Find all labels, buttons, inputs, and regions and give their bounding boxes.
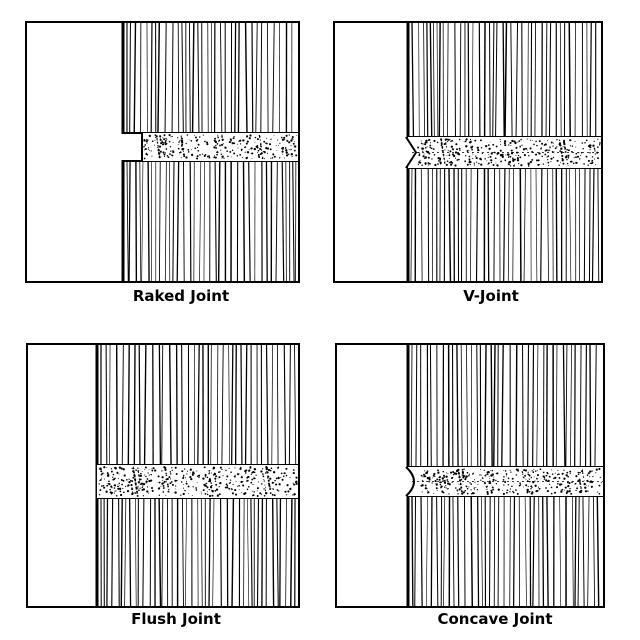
label-v-joint: V-Joint [463, 287, 519, 305]
panel-raked-joint [25, 21, 300, 283]
mortar-joint [405, 136, 602, 169]
panel-frame [25, 21, 300, 283]
brick-grain-lines [410, 343, 600, 608]
mortar-joint [405, 466, 604, 497]
panel-flush-joint [26, 343, 300, 608]
label-flush-joint: Flush Joint [131, 610, 221, 628]
panel-v-joint [333, 21, 603, 283]
mortar-joint [97, 465, 299, 498]
brick-grain-lines [410, 21, 600, 283]
label-concave-joint: Concave Joint [437, 610, 553, 628]
brick-grain-lines [100, 343, 297, 608]
panel-frame [333, 21, 603, 283]
panel-concave-joint [335, 343, 605, 608]
brick-grain-lines [126, 21, 297, 283]
label-raked-joint: Raked Joint [132, 287, 230, 305]
panel-frame [26, 343, 300, 608]
mortar-joint [121, 132, 299, 162]
panel-frame [335, 343, 605, 608]
